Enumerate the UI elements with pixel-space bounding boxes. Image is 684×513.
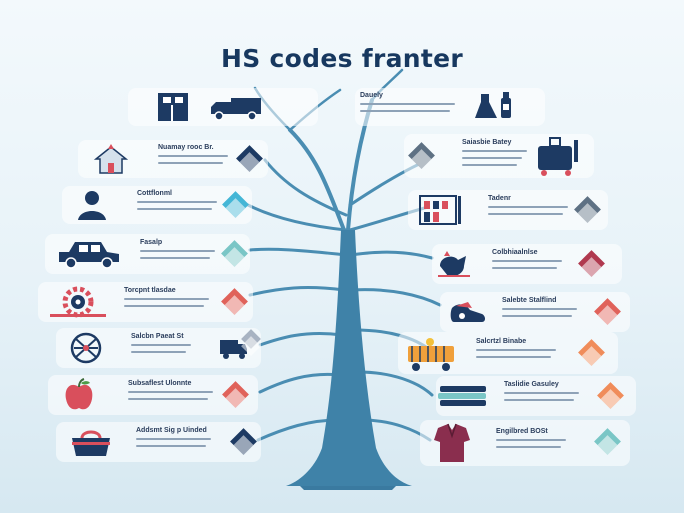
card-r7: Engilbred BOSt — [420, 420, 630, 466]
branch — [258, 372, 342, 394]
fruit-cart-icon — [408, 338, 454, 371]
card-top-right: Dauely — [355, 88, 545, 126]
flask-bottle-icon — [475, 92, 511, 118]
connector-diamond — [574, 196, 601, 223]
wheel-icon — [70, 332, 102, 364]
connector-diamond — [221, 288, 248, 315]
gear-icon — [50, 286, 106, 318]
car-icon — [59, 242, 119, 269]
connector-diamond — [241, 329, 261, 349]
branch — [356, 370, 434, 397]
card-l4: Torcpnt tlasdae — [38, 282, 253, 322]
card-title: Fasalp — [140, 239, 163, 246]
card-r5: Salcrtzl Binabe — [398, 332, 618, 374]
card-r4: Salebte Stalflind — [440, 292, 630, 332]
branch — [350, 288, 442, 307]
luggage-icon — [538, 137, 578, 176]
card-title: Salebte Stalflind — [502, 297, 557, 304]
connector-diamond — [222, 381, 249, 408]
card-l1: Nuamay rooc Br. — [78, 140, 268, 178]
tree-trunk — [286, 230, 412, 486]
branch — [248, 247, 348, 257]
card-r1: Saiasbie Batey — [404, 134, 594, 178]
card-title: Colbhiaalnlse — [492, 249, 538, 256]
branch — [258, 331, 344, 347]
card-l7: Addsmt Sig p Uinded — [56, 422, 261, 462]
connector-diamond — [222, 191, 249, 218]
house-icon — [93, 144, 129, 174]
shipping-truck-icon — [158, 93, 261, 121]
connector-diamond — [597, 382, 624, 409]
card-r2: Tadenr — [408, 190, 608, 230]
branch — [348, 250, 434, 260]
card-title: Tadenr — [488, 195, 511, 202]
card-title: Salcbn Paeat St — [131, 333, 184, 340]
bag-icon — [72, 430, 110, 456]
card-l5: Salcbn Paeat St — [56, 328, 261, 368]
page-title: HS codes franter — [221, 44, 463, 73]
connector-diamond — [594, 428, 621, 455]
card-r6: Taslidie Gasuley — [436, 376, 636, 416]
rooster-icon — [438, 251, 470, 277]
store-shelf-icon — [419, 195, 461, 225]
card-l3: Fasalp — [45, 234, 250, 274]
connector-diamond — [236, 145, 263, 172]
card-title: Addsmt Sig p Uinded — [136, 427, 207, 434]
card-title: Cottflonml — [137, 190, 172, 197]
apple-icon — [65, 378, 93, 410]
connector-diamond — [578, 339, 605, 366]
card-l2: Cottflonml — [62, 186, 252, 224]
garment-icon — [434, 423, 470, 462]
textiles-icon — [438, 386, 486, 406]
card-title: Saiasbie Batey — [462, 139, 512, 146]
connector-diamond — [578, 250, 605, 277]
branch — [248, 286, 346, 297]
card-title: Torcpnt tlasdae — [124, 287, 176, 294]
card-title: Salcrtzl Binabe — [476, 338, 527, 345]
connector-diamond — [230, 428, 257, 455]
card-top-left — [128, 88, 318, 126]
card-title: Subsaflest Ulonnte — [128, 380, 192, 387]
connector-diamond — [408, 142, 435, 169]
person-icon — [78, 191, 106, 220]
branch — [246, 203, 348, 232]
card-title: Dauely — [360, 92, 383, 99]
branch — [263, 158, 348, 217]
card-title: Nuamay rooc Br. — [158, 144, 214, 151]
connector-diamond — [221, 240, 248, 267]
card-r3: Colbhiaalnlse — [432, 244, 622, 284]
shoe-icon — [450, 302, 485, 322]
tree-roots — [300, 486, 396, 490]
connector-diamond — [594, 298, 621, 325]
card-title: Taslidie Gasuley — [504, 381, 559, 388]
card-title: Engilbred BOSt — [496, 428, 548, 435]
branch — [288, 128, 348, 237]
card-l6: Subsaflest Ulonnte — [48, 375, 258, 415]
